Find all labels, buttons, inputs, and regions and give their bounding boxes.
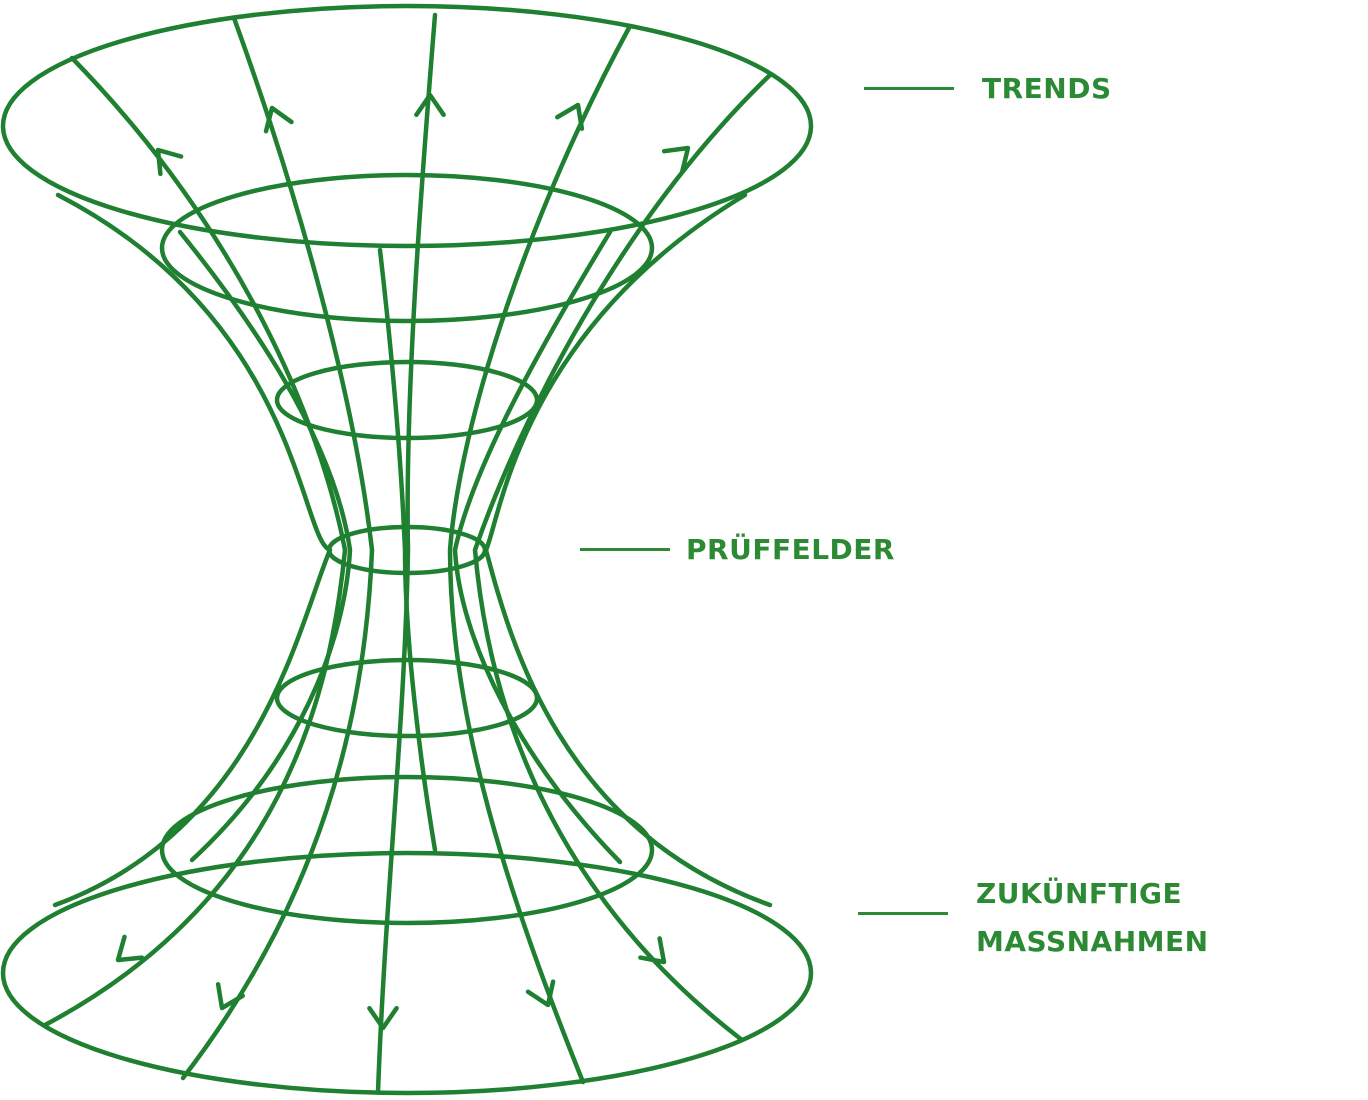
meridian-back-3 [452, 229, 623, 865]
arrow-top-1 [155, 147, 184, 177]
arrow-bottom-3 [367, 1005, 399, 1031]
label-trends: TRENDS [982, 72, 1112, 105]
trends-leader-line [864, 87, 954, 90]
label-prueffelder: PRÜFFELDER [686, 533, 895, 566]
arrow-top-5 [661, 145, 691, 174]
meridian-front-2 [180, 15, 375, 1081]
ring-2 [159, 172, 655, 324]
meridian-back-1 [177, 229, 353, 863]
label-zukuenftige-line2: MASSNAHMEN [976, 925, 1209, 958]
massnahmen-leader-line [858, 912, 948, 915]
meridian-back-2 [377, 247, 438, 853]
meridian-front-4 [447, 23, 633, 1085]
arrow-top-2 [263, 105, 294, 134]
outline-left [52, 192, 333, 908]
arrow-bottom-2 [215, 982, 245, 1011]
prueffelder-leader-line [580, 548, 670, 551]
ring-6 [159, 774, 655, 926]
label-zukuenftige-line1: ZUKÜNFTIGE [976, 877, 1183, 910]
label-zukuenftige-massnahmen: ZUKÜNFTIGE MASSNAHMEN [976, 870, 1209, 966]
meridian-front-5 [472, 72, 773, 1043]
meridian-front-1 [42, 55, 348, 1028]
ring-bottom [0, 850, 814, 1096]
ring-5 [274, 657, 540, 739]
arrow-top-4 [555, 102, 585, 131]
arrow-bottom-5 [638, 936, 667, 965]
arrow-bottom-4 [525, 979, 556, 1008]
ring-top [0, 3, 814, 249]
arrow-top-3 [414, 92, 446, 118]
arrow-bottom-1 [115, 934, 145, 963]
meridian-front-3 [375, 12, 438, 1095]
